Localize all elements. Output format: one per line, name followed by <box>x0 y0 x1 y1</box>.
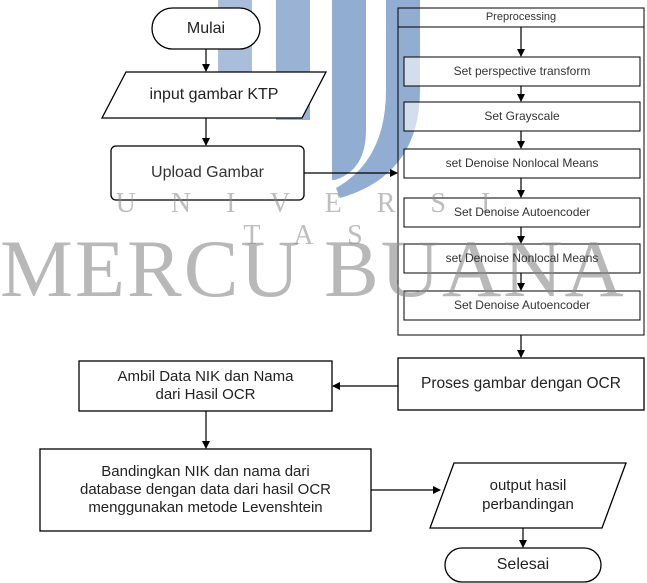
preprocessing-step-2 <box>403 101 641 132</box>
preprocessing-step-3 <box>403 148 641 179</box>
preprocessing-step-3-label: set Denoise Nonlocal Means <box>445 156 599 171</box>
extract-label: Ambil Data NIK dan Nama dari Hasil OCR <box>117 367 294 403</box>
preprocessing-step-1 <box>403 56 641 87</box>
ocr-process <box>397 357 645 411</box>
input-label: input gambar KTP <box>149 86 279 104</box>
output-parallelogram <box>429 462 627 529</box>
preprocessing-step-4 <box>403 197 641 228</box>
preprocessing-step-2-label: Set Grayscale <box>484 109 560 124</box>
output-label: output hasil perbandingan <box>482 477 574 513</box>
preprocessing-step-1-label: Set perspective transform <box>453 64 591 79</box>
preprocessing-step-6 <box>403 290 641 321</box>
preprocessing-step-5-label: set Denoise Nonlocal Means <box>445 251 599 266</box>
input-parallelogram <box>100 71 328 119</box>
end-label: Selesai <box>496 556 550 574</box>
upload-label: Upload Gambar <box>151 164 264 182</box>
preprocessing-step-5 <box>403 243 641 274</box>
start-label: Mulai <box>186 19 226 37</box>
preprocessing-step-6-label: Set Denoise Autoencoder <box>453 298 591 313</box>
extract-process <box>78 360 333 412</box>
compare-label: Bandingkan NIK dan nama dari database de… <box>79 462 331 517</box>
preprocessing-title: Preprocessing <box>485 10 557 23</box>
connectors <box>202 27 527 548</box>
end-terminator <box>444 547 602 583</box>
preprocessing-step-4-label: Set Denoise Autoencoder <box>453 205 591 220</box>
ocr-label: Proses gambar dengan OCR <box>421 374 621 392</box>
compare-process <box>39 448 372 532</box>
